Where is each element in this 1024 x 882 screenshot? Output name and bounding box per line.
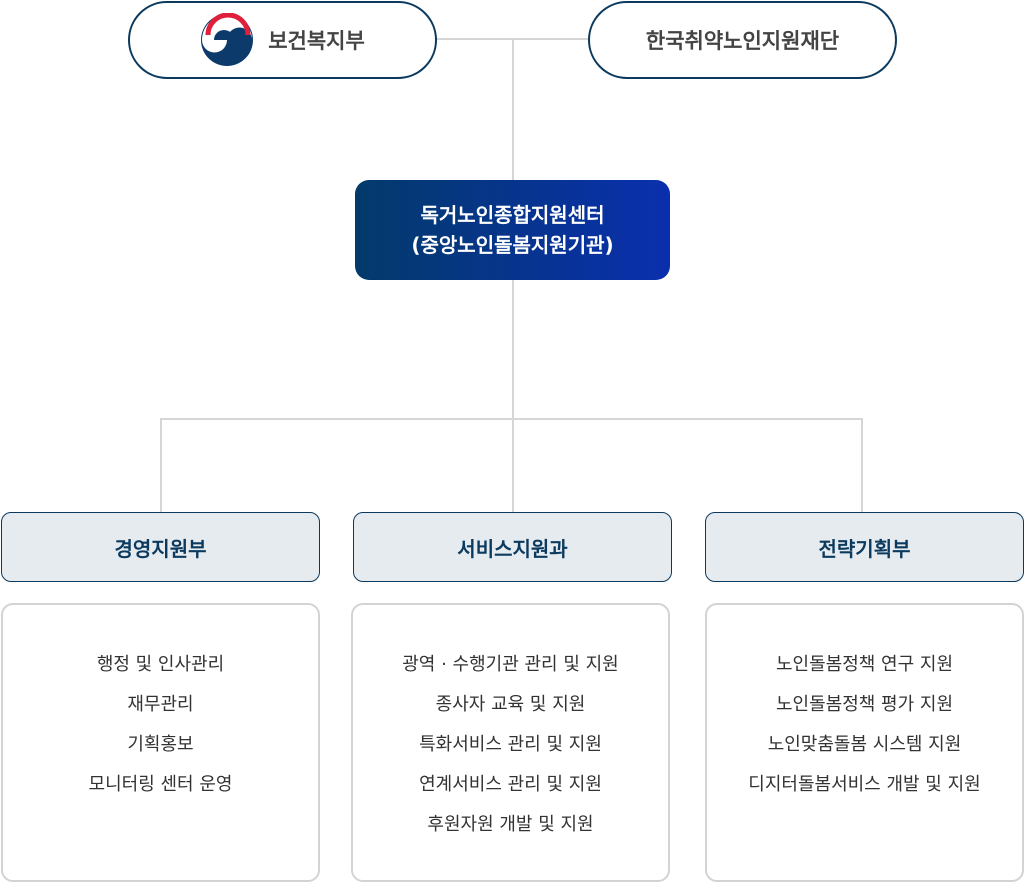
duty-item: 특화서비스 관리 및 지원 bbox=[419, 734, 602, 755]
duties-management: 행정 및 인사관리 재무관리 기획홍보 모니터링 센터 운영 bbox=[1, 603, 320, 882]
duty-item: 노인돌봄정책 연구 지원 bbox=[775, 654, 954, 675]
duty-item: 디지터돌봄서비스 개발 및 지원 bbox=[748, 774, 981, 795]
dept-label: 경영지원부 bbox=[114, 536, 207, 561]
ministry-node: 보건복지부 bbox=[128, 1, 437, 79]
connector bbox=[160, 418, 162, 512]
center-title: 독거노인종합지원센터 bbox=[420, 203, 605, 227]
foundation-label: 한국취약노인지원재단 bbox=[645, 29, 840, 53]
duty-item: 연계서비스 관리 및 지원 bbox=[419, 774, 602, 795]
duties-service: 광역 · 수행기관 관리 및 지원 종사자 교육 및 지원 특화서비스 관리 및… bbox=[351, 603, 670, 882]
duty-item: 후원자원 개발 및 지원 bbox=[427, 814, 594, 835]
dept-service: 서비스지원과 bbox=[353, 512, 672, 582]
connector bbox=[861, 418, 863, 512]
dept-strategy: 전략기획부 bbox=[705, 512, 1024, 582]
connector bbox=[160, 418, 863, 420]
connector bbox=[512, 38, 514, 180]
government-emblem-icon bbox=[201, 13, 254, 66]
dept-management: 경영지원부 bbox=[1, 512, 320, 582]
connector bbox=[512, 279, 514, 512]
duty-item: 행정 및 인사관리 bbox=[96, 654, 225, 675]
central-center-node: 독거노인종합지원센터 (중앙노인돌봄지원기관) bbox=[355, 180, 670, 280]
dept-label: 서비스지원과 bbox=[457, 536, 568, 561]
duty-item: 기획홍보 bbox=[127, 734, 194, 755]
duty-item: 광역 · 수행기관 관리 및 지원 bbox=[402, 654, 619, 675]
duty-item: 노인돌봄정책 평가 지원 bbox=[775, 694, 954, 715]
duty-item: 재무관리 bbox=[127, 694, 194, 715]
center-subtitle: (중앙노인돌봄지원기관) bbox=[411, 233, 614, 257]
dept-label: 전략기획부 bbox=[818, 536, 911, 561]
duty-item: 종사자 교육 및 지원 bbox=[435, 694, 586, 715]
duties-strategy: 노인돌봄정책 연구 지원 노인돌봄정책 평가 지원 노인맞춤돌봄 시스템 지원 … bbox=[705, 603, 1024, 882]
duty-item: 노인맞춤돌봄 시스템 지원 bbox=[767, 734, 962, 755]
foundation-node: 한국취약노인지원재단 bbox=[588, 1, 897, 79]
duty-item: 모니터링 센터 운영 bbox=[88, 774, 233, 795]
ministry-label: 보건복지부 bbox=[268, 29, 365, 53]
